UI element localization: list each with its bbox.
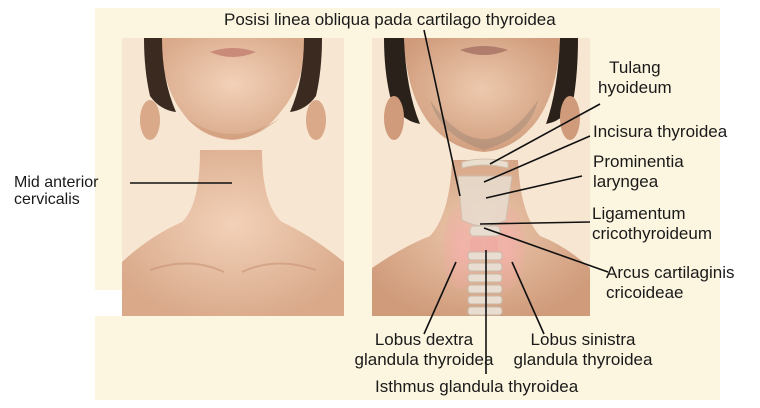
label-hyoid: Tulang hyoideum	[598, 58, 672, 98]
label-cricoid-arch: Arcus cartilaginis cricoideae	[606, 263, 735, 303]
label-ligament: Ligamentum cricothyroideum	[592, 204, 712, 244]
label-prominence: Prominentia laryngea	[593, 152, 684, 192]
label-left-lobe: Lobus sinistra glandula thyroidea	[502, 330, 664, 370]
label-mid-anterior: Mid anterior cervicalis	[14, 174, 98, 208]
label-right-lobe: Lobus dextra glandula thyroidea	[344, 330, 504, 370]
label-notch: Incisura thyroidea	[593, 122, 727, 142]
left-neck-photo	[95, 38, 344, 316]
label-isthmus: Isthmus glandula thyroidea	[375, 377, 578, 397]
right-neck-photo	[372, 38, 590, 316]
label-oblique-line: Posisi linea obliqua pada cartilago thyr…	[224, 10, 556, 30]
cricoid-cartilage	[470, 226, 500, 236]
thyroid-cartilage	[458, 176, 512, 226]
